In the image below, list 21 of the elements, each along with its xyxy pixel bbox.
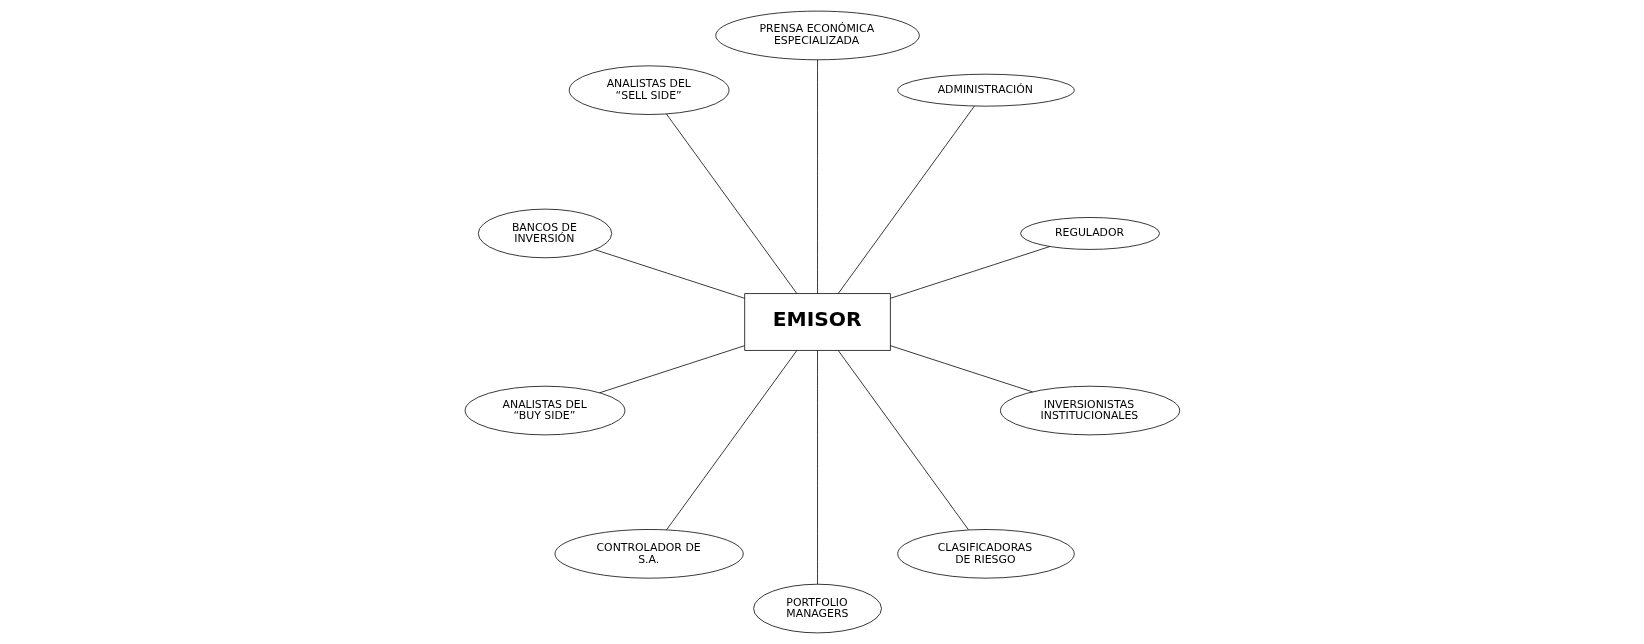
node-ellipse: INVERSIONISTAS INSTITUCIONALES	[999, 385, 1180, 436]
connector	[665, 350, 797, 531]
connector	[598, 345, 745, 394]
node-ellipse: ANALISTAS DEL “SELL SIDE”	[568, 65, 729, 115]
node-ellipse: CLASIFICADORAS DE RIESGO	[896, 529, 1075, 579]
node-ellipse: BANCOS DE INVERSIÓN	[477, 208, 612, 259]
connector	[593, 249, 745, 299]
node-ellipse: ANALISTAS DEL “BUY SIDE”	[464, 385, 625, 436]
connector	[665, 113, 797, 294]
node-ellipse: PORTFOLIO MANAGERS	[752, 583, 882, 634]
node-box: EMISOR	[743, 293, 891, 351]
connector	[837, 105, 975, 294]
node-ellipse: CONTROLADOR DE S.A.	[554, 529, 744, 579]
connector	[889, 345, 1033, 393]
node-ellipse: PRENSA ECONÓMICA ESPECIALIZADA	[714, 10, 920, 61]
connector	[816, 350, 818, 585]
connector	[837, 350, 969, 531]
node-ellipse: REGULADOR	[1019, 217, 1160, 250]
connector	[889, 246, 1050, 299]
node-ellipse: ADMINISTRACIÓN	[896, 73, 1075, 107]
connector	[816, 59, 818, 294]
